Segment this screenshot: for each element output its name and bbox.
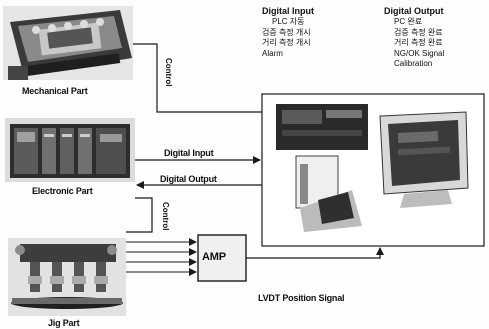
digital-input-list: Digital Input PLC 자동 검증 측정 개시 거리 측정 개시 A… [262,6,314,59]
digital-output-list-title: Digital Output [384,6,444,17]
control-line-top [133,44,262,112]
digital-input-list-title: Digital Input [262,6,314,17]
mechanical-part-photo [3,6,133,80]
electronic-part-photo [5,118,135,182]
jig-part-label: Jig Part [48,318,79,328]
control-line-bottom [126,198,152,232]
digital-input-item: PLC 자동 [262,17,314,28]
digital-input-item: 검증 측정 개시 [262,28,314,39]
digital-output-item: Calibration [384,59,444,70]
lvdt-signal-arrow [246,248,380,258]
digital-output-item: PC 완료 [384,17,444,28]
pc-system-photo [262,94,484,246]
amp-label: AMP [202,252,226,262]
mechanical-part-label: Mechanical Part [22,86,88,96]
digital-input-label: Digital Input [164,148,213,158]
digital-input-item: 거리 측정 개시 [262,38,314,49]
digital-input-item: Alarm [262,49,314,60]
lvdt-signal-label: LVDT Position Signal [258,293,344,303]
digital-output-list: Digital Output PC 완료 검증 측정 완료 거리 측정 완료 N… [384,6,444,70]
digital-output-item: NG/OK Signal [384,49,444,60]
jig-to-amp-arrows [126,242,196,272]
control-label-bottom: Control [161,202,170,230]
digital-output-item: 검증 측정 완료 [384,28,444,39]
digital-output-item: 거리 측정 완료 [384,38,444,49]
electronic-part-label: Electronic Part [32,186,93,196]
jig-part-photo [8,238,126,316]
digital-output-label: Digital Output [160,174,217,184]
control-label-top: Control [164,58,173,86]
